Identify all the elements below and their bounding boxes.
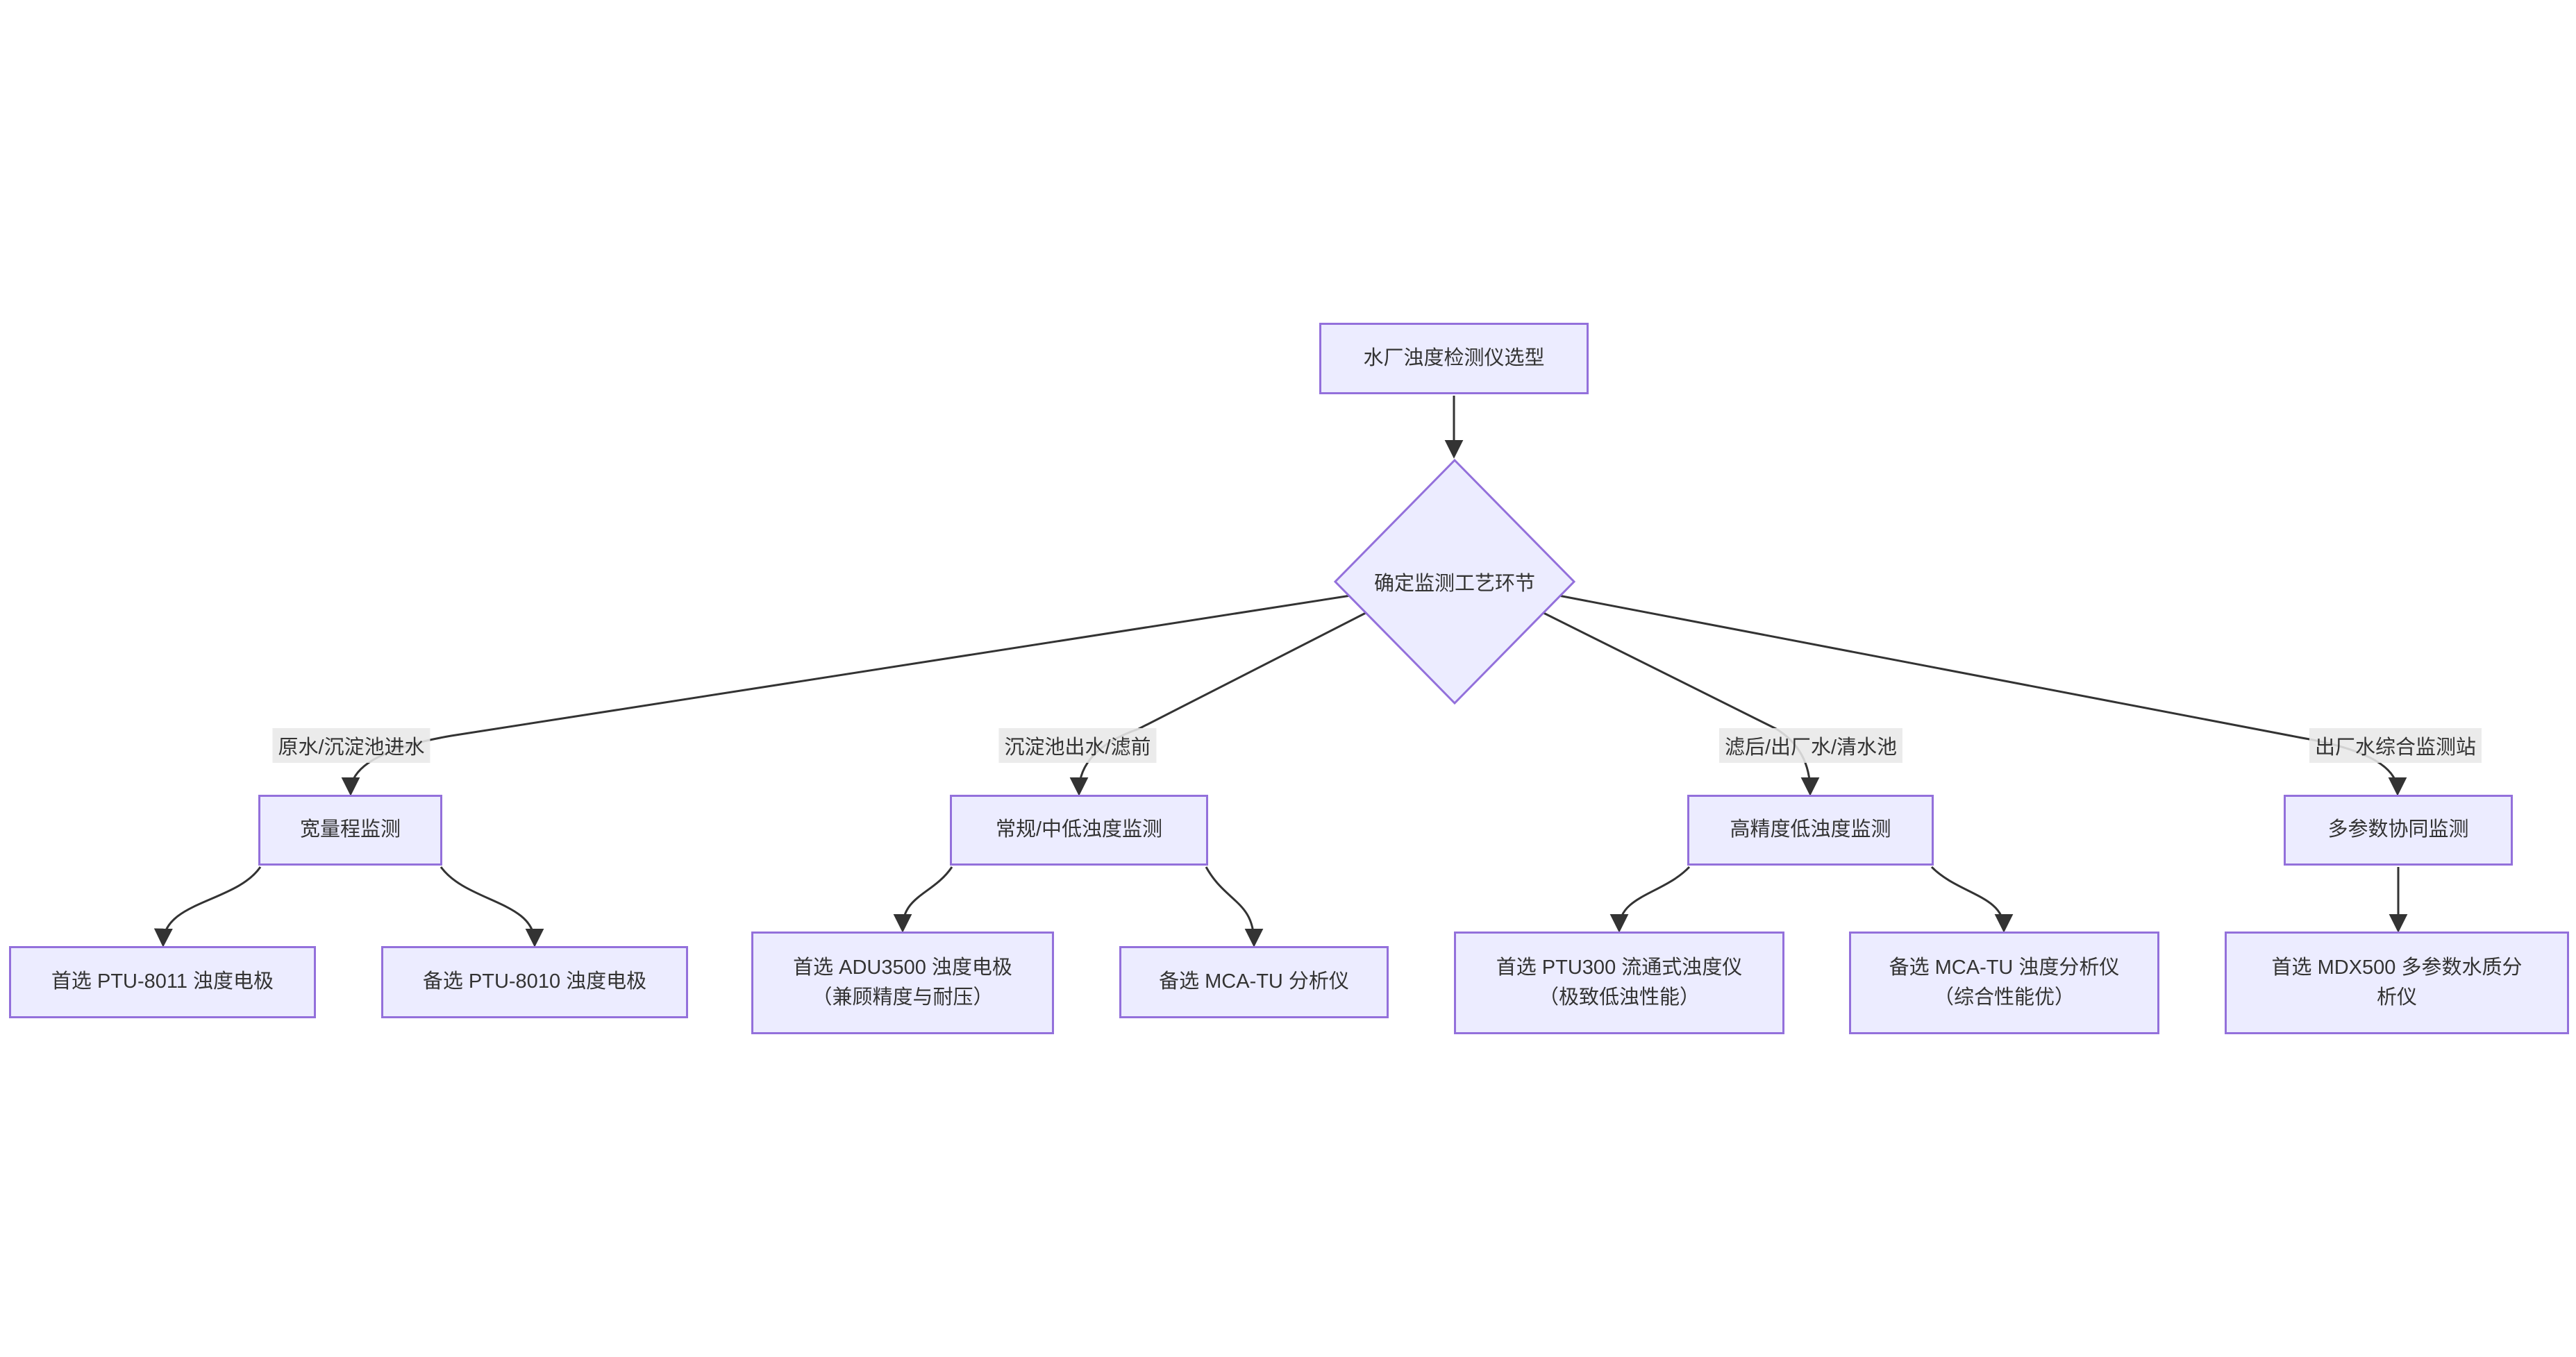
edge-label-raw-water: 原水/沉淀池进水 bbox=[272, 728, 430, 763]
edge-decision-to-branch1 bbox=[341, 594, 1351, 796]
edge-decision-to-branch4 bbox=[1558, 594, 2407, 796]
option-node-adu3500: 首选 ADU3500 浊度电极 （兼顾精度与耐压） bbox=[751, 932, 1054, 1034]
decision-node-label: 确定监测工艺环节 bbox=[1373, 573, 1535, 595]
flowchart-root-node: 水厂浊度检测仪选型 bbox=[1319, 323, 1589, 394]
edge-branch1-to-option2 bbox=[440, 866, 544, 947]
option-line: 析仪 bbox=[2376, 986, 2417, 1009]
edge-branch3-to-option1 bbox=[1609, 866, 1691, 933]
option-line: 备选 PTU-8010 浊度电极 bbox=[422, 970, 647, 993]
edge-decision-to-branch3 bbox=[1543, 612, 1820, 796]
option-node-ptu8010: 备选 PTU-8010 浊度电极 bbox=[381, 946, 688, 1018]
edge-label-outlet-station: 出厂水综合监测站 bbox=[2309, 728, 2482, 763]
category-label: 多参数协同监测 bbox=[2327, 818, 2469, 841]
category-node-high-precision: 高精度低浊度监测 bbox=[1687, 795, 1934, 866]
category-node-mid-low-turbidity: 常规/中低浊度监测 bbox=[950, 795, 1208, 866]
category-label: 常规/中低浊度监测 bbox=[995, 818, 1163, 841]
option-line: 首选 ADU3500 浊度电极 bbox=[793, 956, 1012, 979]
option-line: （兼顾精度与耐压） bbox=[812, 986, 994, 1009]
option-line: （极致低浊性能） bbox=[1538, 986, 1700, 1009]
edge-decision-to-branch2 bbox=[1069, 612, 1366, 796]
category-label: 宽量程监测 bbox=[299, 818, 401, 841]
option-line: 首选 PTU-8011 浊度电极 bbox=[51, 970, 274, 993]
edge-label-filtered-water: 滤后/出厂水/清水池 bbox=[1718, 728, 1903, 763]
option-line: 备选 MCA-TU 浊度分析仪 bbox=[1889, 956, 2120, 979]
edge-branch3-to-option2 bbox=[1930, 866, 2014, 933]
option-node-ptu300: 首选 PTU300 流通式浊度仪 （极致低浊性能） bbox=[1454, 932, 1784, 1034]
option-node-ptu8011: 首选 PTU-8011 浊度电极 bbox=[9, 946, 316, 1018]
option-line: 首选 MDX500 多参数水质分 bbox=[2271, 956, 2523, 979]
decision-node: 确定监测工艺环节 bbox=[1335, 460, 1574, 703]
edge-label-sedimentation-outlet: 沉淀池出水/滤前 bbox=[998, 728, 1157, 763]
edge-branch2-to-option2 bbox=[1205, 866, 1264, 947]
category-node-wide-range: 宽量程监测 bbox=[258, 795, 442, 866]
option-line: 备选 MCA-TU 分析仪 bbox=[1159, 970, 1349, 993]
edge-branch2-to-option1 bbox=[893, 866, 953, 933]
option-node-mdx500: 首选 MDX500 多参数水质分 析仪 bbox=[2225, 932, 2569, 1034]
decision-diamond-shape bbox=[1333, 458, 1576, 705]
category-node-multi-parameter: 多参数协同监测 bbox=[2284, 795, 2513, 866]
option-line: （综合性能优） bbox=[1933, 986, 2075, 1009]
option-node-mca-tu-analyzer: 备选 MCA-TU 分析仪 bbox=[1119, 946, 1389, 1018]
option-line: 首选 PTU300 流通式浊度仪 bbox=[1496, 956, 1743, 979]
category-label: 高精度低浊度监测 bbox=[1730, 818, 1891, 841]
edge-branch1-to-option1 bbox=[153, 866, 262, 947]
root-node-label: 水厂浊度检测仪选型 bbox=[1363, 346, 1545, 369]
option-node-mca-tu-turbidity: 备选 MCA-TU 浊度分析仪 （综合性能优） bbox=[1849, 932, 2159, 1034]
